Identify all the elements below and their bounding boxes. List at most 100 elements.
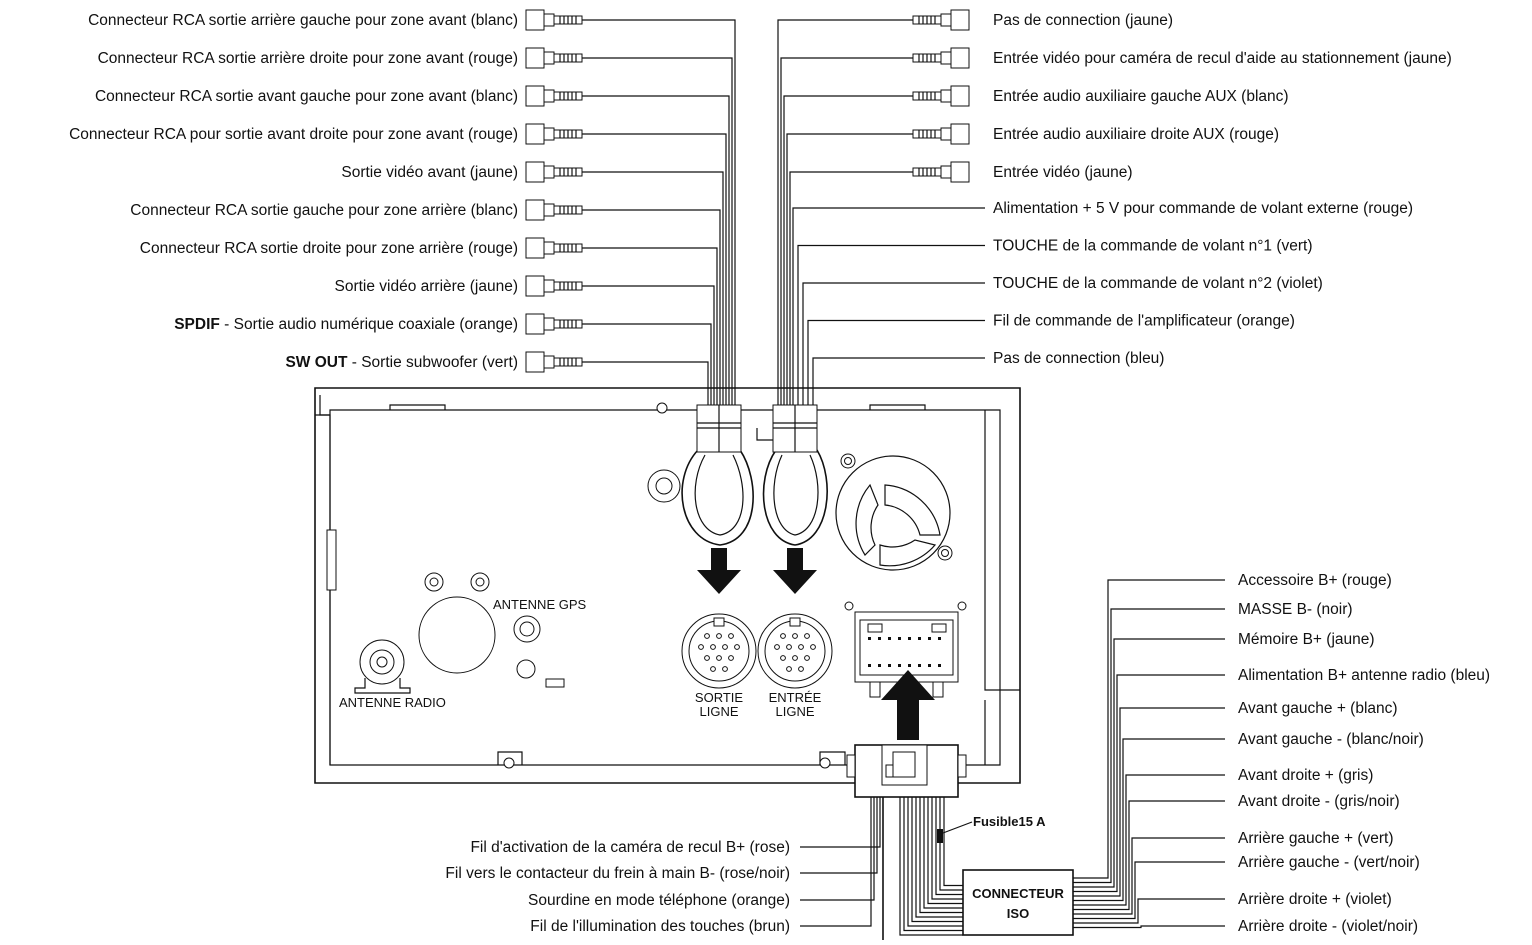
plug-pin [780,655,786,661]
wire-iso-6 [1073,774,1225,906]
wire-left-2 [582,95,730,405]
rca-connector-left-6 [525,237,583,259]
plug-pin [710,666,716,672]
plug-pin [734,644,740,650]
label-iso-11: Arrière droite - (violet/noir) [1238,918,1418,935]
plug-pin [704,633,710,639]
plug-pin [804,633,810,639]
wire-left-3 [582,133,727,405]
label-right-plain-0: Alimentation + 5 V pour commande de vola… [993,200,1413,217]
label-right-plain-3: Fil de commande de l'amplificateur (oran… [993,313,1295,330]
plug-pin [704,655,710,661]
label-left-8-bold: SPDIF [174,316,220,333]
label-iso-9: Arrière gauche - (vert/noir) [1238,854,1420,871]
iso-label-2: ISO [1007,906,1029,921]
label-iso-1: MASSE B- (noir) [1238,601,1353,618]
label-left-8-text: - Sortie audio numérique coaxiale (orang… [220,316,518,333]
label-left-6: Connecteur RCA sortie droite pour zone a… [140,240,518,257]
wire-iso-10 [1073,898,1225,924]
plug-pin [792,655,798,661]
label-right-1: Entrée vidéo pour caméra de recul d'aide… [993,50,1452,67]
iso-pin [878,664,881,667]
label-left-4: Sortie vidéo avant (jaune) [341,164,518,181]
iso-plug [846,744,967,798]
label-right-plain-4: Pas de connection (bleu) [993,350,1164,367]
harness-wire [927,797,963,905]
harness-wire [943,797,963,887]
iso-pin [918,664,921,667]
plug-pin [798,644,804,650]
wire-iso-9 [1073,861,1225,920]
wire-left-8 [582,323,712,405]
label-bottom-3: Fil de l'illumination des touches (brun) [530,918,790,935]
iso-pin [868,637,871,640]
wire-iso-2 [1073,638,1225,888]
plug-pin [710,644,716,650]
wire-bottom-0 [800,797,881,848]
wire-right-0 [777,19,913,405]
plug-pin [786,666,792,672]
iso-pin [908,637,911,640]
wire-iso-3 [1073,674,1225,893]
iso-pin [878,637,881,640]
head-unit-rear-panel [314,387,1021,784]
plug-key [789,617,801,627]
harness-wire [911,797,963,923]
iso-pin [888,637,891,640]
iso-pin [938,637,941,640]
iso-connector-box [962,869,1074,936]
rca-connector-left-2 [525,85,583,107]
wire-iso-1 [1073,608,1225,884]
wire-bottom-1 [800,797,878,874]
fuse-icon [937,829,943,843]
wire-right-plain-0 [792,207,985,405]
label-iso-3: Alimentation B+ antenne radio (bleu) [1238,667,1490,684]
label-bottom-1: Fil vers le contacteur du frein à main B… [445,865,790,882]
label-left-7: Sortie vidéo arrière (jaune) [334,278,518,295]
wire-iso-0 [1073,579,1225,879]
iso-socket-key [867,623,883,633]
iso-pin [898,664,901,667]
rca-connector-left-7 [525,275,583,297]
wire-left-4 [582,171,724,405]
wire-right-3 [786,133,913,405]
plug-pin [774,644,780,650]
line-out-label-1: SORTIE [695,690,743,705]
wire-left-5 [582,209,721,405]
label-right-plain-1: TOUCHE de la commande de volant n°1 (ver… [993,238,1313,255]
wire-bottom-2 [800,797,875,901]
plug-pin [728,633,734,639]
harness-wire [907,797,963,927]
line-in-label-2: LIGNE [775,704,814,719]
wire-left-7 [582,285,715,405]
wire-right-plain-2 [802,282,985,405]
label-right-4: Entrée vidéo (jaune) [993,164,1133,181]
harness-wire [899,797,963,936]
iso-socket-key [931,623,947,633]
wire-right-4 [789,171,913,405]
wire-left-9 [582,361,709,405]
wire-bottom-3 [800,797,872,927]
rca-connector-left-1 [525,47,583,69]
iso-pin [908,664,911,667]
label-right-0: Pas de connection (jaune) [993,12,1173,29]
wire-iso-5 [1073,738,1225,902]
plug-pin [722,666,728,672]
wire-iso-7 [1073,800,1225,911]
wire-right-2 [783,95,913,405]
label-bottom-2: Sourdine en mode téléphone (orange) [528,892,790,909]
plug-pin [716,655,722,661]
label-iso-0: Accessoire B+ (rouge) [1238,572,1392,589]
line-out-label-2: LIGNE [699,704,738,719]
wire-iso-8 [1073,837,1225,915]
plug-pin [786,644,792,650]
label-right-3: Entrée audio auxiliaire droite AUX (roug… [993,126,1279,143]
arrow-up-icon [881,670,935,740]
label-iso-2: Mémoire B+ (jaune) [1238,631,1375,648]
label-left-9-text: - Sortie subwoofer (vert) [347,354,518,371]
label-right-2: Entrée audio auxiliaire gauche AUX (blan… [993,88,1289,105]
label-left-3: Connecteur RCA pour sortie avant droite … [69,126,518,143]
wire-right-plain-1 [797,244,985,405]
rca-connector-right-3 [912,123,970,145]
iso-pin [928,664,931,667]
